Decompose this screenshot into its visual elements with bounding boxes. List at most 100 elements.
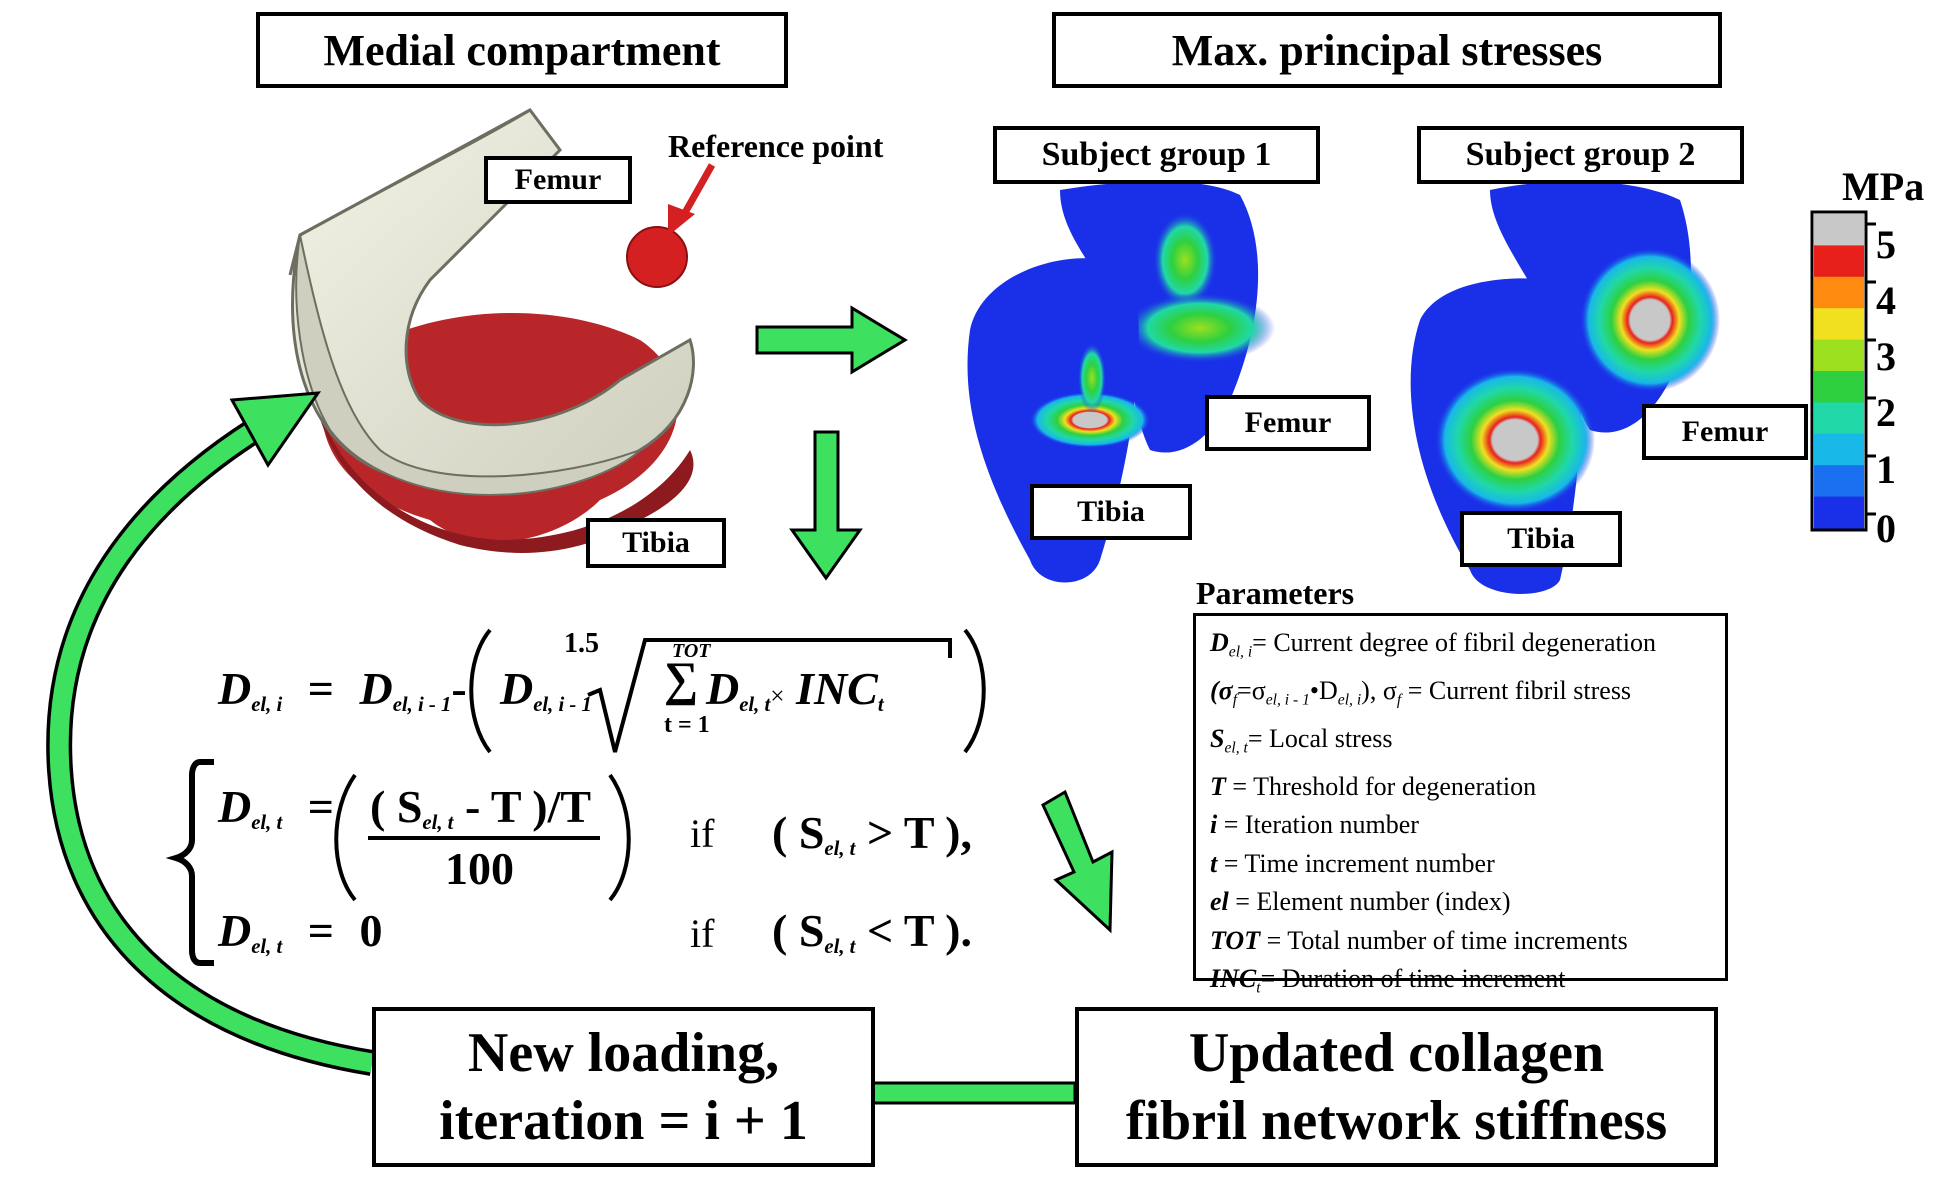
colorbar-band xyxy=(1814,496,1864,529)
eq3-value: 0 xyxy=(359,905,383,956)
eq1-lhs: D xyxy=(218,663,252,714)
parameter-text: =σ xyxy=(1237,675,1266,705)
equation-3-lhs: Del, t = 0 xyxy=(218,904,382,959)
eq2-lhs: D xyxy=(218,781,252,832)
eq2-numerator-sub: el, t xyxy=(422,812,454,835)
eq1-sum-bottom: t = 1 xyxy=(664,712,710,738)
eq2-lhs-sub: el, t xyxy=(251,812,283,835)
parameter-text: ), σ xyxy=(1361,675,1397,705)
group2-tibia-label: Tibia xyxy=(1460,511,1622,567)
eq3-equals: = xyxy=(307,905,334,956)
parameters-heading: Parameters xyxy=(1196,575,1355,611)
colorbar-tick-2: 2 xyxy=(1876,390,1896,435)
arrow-right xyxy=(755,305,908,375)
updated-stiffness-box: Updated collagen fibril network stiffnes… xyxy=(1075,1007,1718,1167)
parameter-sub: el, i - 1 xyxy=(1265,691,1310,709)
colorbar-band xyxy=(1814,371,1864,403)
parameter-row: (σf=σel, i - 1•Del, i), σf = Current fib… xyxy=(1210,672,1711,720)
eq1-inc-sub: t xyxy=(877,694,884,717)
parameter-symbol-sub: el, t xyxy=(1224,739,1248,757)
parameter-text: = Current degree of fibril degeneration xyxy=(1252,628,1656,657)
eq2-denominator: 100 xyxy=(445,843,514,894)
reference-pointer-arrow xyxy=(668,163,716,236)
colorbar xyxy=(1810,210,1876,532)
parameter-symbol: i xyxy=(1210,810,1218,840)
eq2-cond-rest: > T ), xyxy=(855,807,972,858)
parameter-text: = Threshold for degeneration xyxy=(1225,771,1537,801)
eq1-term2: D xyxy=(500,663,534,714)
eq3-if: if xyxy=(690,911,715,956)
eq2-cond-open: ( S xyxy=(772,807,825,858)
parameter-row: INCt= Duration of time increment xyxy=(1210,960,1711,1008)
eq2-if: if xyxy=(690,811,715,856)
group1-femur-label: Femur xyxy=(1205,395,1371,451)
parameter-symbol: D xyxy=(1210,628,1229,657)
parameter-sub: f xyxy=(1396,691,1402,709)
arrow-diagonal xyxy=(1041,789,1114,934)
parameter-text: = Duration of time increment xyxy=(1260,964,1566,994)
arrow-down xyxy=(789,430,863,581)
colorbar-band xyxy=(1814,308,1864,341)
parameter-symbol: TOT xyxy=(1210,925,1261,955)
parameter-text: = Current fibril stress xyxy=(1401,675,1632,705)
eq1-times: × xyxy=(770,682,785,710)
eq1-lhs-sub: el, i xyxy=(251,694,283,717)
parameter-row: el = Element number (index) xyxy=(1210,883,1711,922)
parameter-sub: el, i xyxy=(1337,691,1362,709)
eq3-lhs: D xyxy=(218,905,252,956)
colorbar-unit: MPa xyxy=(1842,164,1925,209)
reference-point-marker xyxy=(626,226,688,288)
eq1-inc: INC xyxy=(796,663,878,714)
eq3-cond-open: ( S xyxy=(772,905,825,956)
colorbar-band xyxy=(1814,245,1864,278)
parameter-row: Sel, t= Local stress xyxy=(1210,720,1711,768)
group1-tibia-label: Tibia xyxy=(1030,484,1192,540)
colorbar-band xyxy=(1814,214,1864,246)
eq1-term1: D xyxy=(359,663,393,714)
eq3-condition: ( Sel, t < T ). xyxy=(772,904,972,959)
subject-group-1-title: Subject group 1 xyxy=(993,126,1320,184)
colorbar-band xyxy=(1814,339,1864,372)
colorbar-tick-5: 5 xyxy=(1876,222,1896,267)
eq1-term1-sub: el, i - 1 xyxy=(392,694,452,717)
eq1-root-index: 1.5 xyxy=(564,628,599,659)
flow-arrows xyxy=(755,305,1114,934)
new-loading-box: New loading, iteration = i + 1 xyxy=(372,1007,875,1167)
colorbar-band xyxy=(1814,433,1864,466)
eq1-term2-sub: el, i - 1 xyxy=(533,694,592,717)
femur-label: Femur xyxy=(484,156,632,204)
eq2-cond-sub: el, t xyxy=(824,838,856,861)
eq2-equals: = xyxy=(307,781,334,832)
parameter-row: TOT = Total number of time increments xyxy=(1210,922,1711,961)
new-loading-line2: iteration = i + 1 xyxy=(439,1090,808,1152)
parameter-symbol-sub: f xyxy=(1232,691,1238,709)
subject-group-2-title: Subject group 2 xyxy=(1417,126,1744,184)
eq1-minus: - xyxy=(451,663,467,714)
parameter-row: Del, i= Current degree of fibril degener… xyxy=(1210,624,1711,672)
parameter-symbol: S xyxy=(1210,723,1225,753)
eq2-numerator-rest: - T )/T xyxy=(453,781,592,832)
parameter-symbol: t xyxy=(1210,848,1218,878)
parameter-text: = Iteration number xyxy=(1217,810,1419,840)
eq1-sum: ∑ xyxy=(664,653,699,706)
eq1-equals: = xyxy=(307,663,334,714)
eq1-sum-top: TOT xyxy=(672,640,711,662)
parameters-box: Del, i = Current degree of fibril degener… xyxy=(1193,613,1728,997)
connector-bar xyxy=(871,1081,1077,1105)
colorbar-tick-1: 1 xyxy=(1876,447,1896,492)
parameter-symbol-sub: t xyxy=(1256,979,1261,997)
eq2-numerator-open: ( S xyxy=(370,781,423,832)
colorbar-band xyxy=(1814,276,1864,309)
colorbar-band xyxy=(1814,465,1864,498)
femur-model xyxy=(288,108,695,497)
eq1-sum-term-sub: el, t xyxy=(739,694,771,717)
eq1-sum-term-wrap: Del, t× INCt xyxy=(706,662,884,717)
eq3-cond-rest: < T ). xyxy=(855,905,972,956)
updated-line1: Updated collagen xyxy=(1188,1022,1605,1084)
equation-2-lhs: Del, t = xyxy=(218,780,334,835)
parameter-text: = Total number of time increments xyxy=(1260,925,1628,955)
colorbar-band xyxy=(1814,402,1864,435)
group2-femur-label: Femur xyxy=(1642,404,1808,460)
parameter-row: i = Iteration number xyxy=(1210,806,1711,845)
eq2-condition: ( Sel, t > T ), xyxy=(772,806,972,861)
